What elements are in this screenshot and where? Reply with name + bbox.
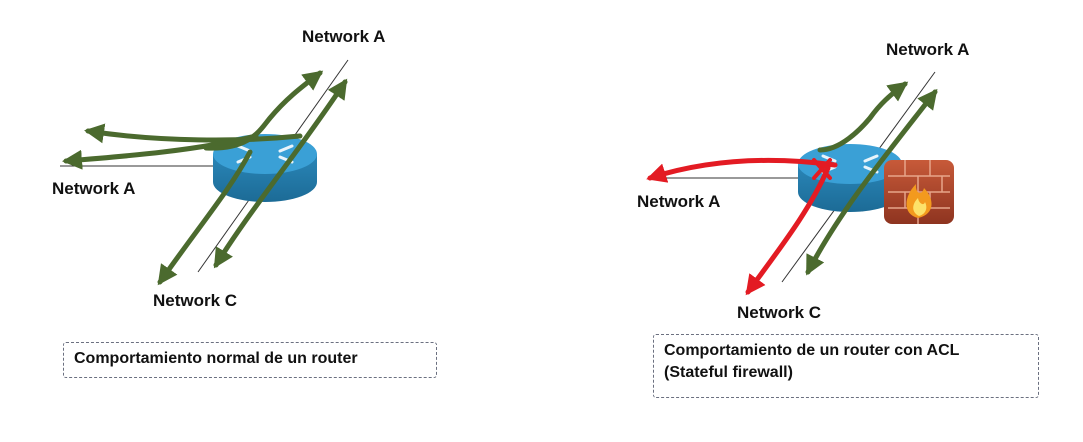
flow-arrow <box>817 81 909 153</box>
blocked-flows <box>646 157 838 296</box>
caption-text-line1: Comportamiento de un router con ACL <box>664 342 960 359</box>
label-network-c: Network C <box>737 303 822 322</box>
blocked-flow-arrow <box>745 165 831 296</box>
caption-text-line2: (Stateful firewall) <box>664 364 793 381</box>
label-network-a-left: Network A <box>52 179 136 198</box>
allowed-flows <box>805 81 938 276</box>
allowed-flows <box>62 70 348 286</box>
right-diagram <box>646 71 954 296</box>
flow-arrow <box>213 78 348 269</box>
label-network-a-top: Network A <box>886 40 970 59</box>
flow-arrow <box>805 88 938 276</box>
label-network-a-left: Network A <box>637 192 721 211</box>
caption-normal: Comportamiento normal de un router <box>63 342 437 378</box>
block-x-icon <box>812 158 832 180</box>
firewall-icon <box>884 160 954 224</box>
caption-acl: Comportamiento de un router con ACL (Sta… <box>653 334 1039 398</box>
blocked-flow-arrow <box>646 157 838 183</box>
left-diagram <box>60 59 349 286</box>
caption-text: Comportamiento normal de un router <box>74 350 358 367</box>
label-network-c: Network C <box>153 291 238 310</box>
label-network-a-top: Network A <box>302 27 386 46</box>
